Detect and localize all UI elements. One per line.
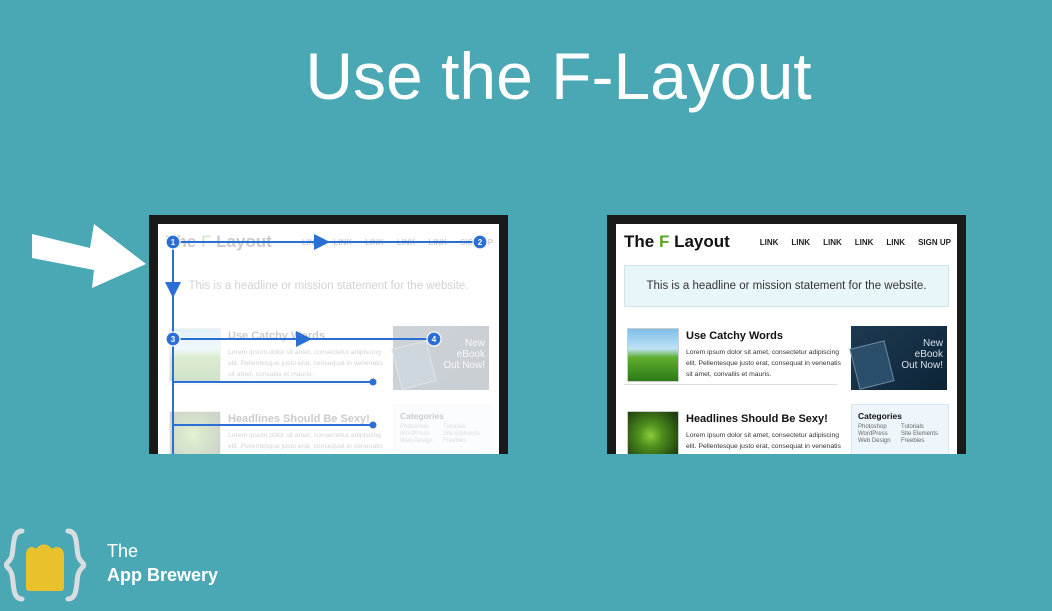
post-item: Headlines Should Be Sexy! Lorem ipsum do… [624, 409, 841, 454]
site-headline: This is a headline or mission statement … [166, 265, 491, 307]
flow-endpoint-dot [369, 378, 377, 386]
site-nav: LINK LINK LINK LINK LINK SIGN UP [760, 238, 951, 247]
categories-box: Categories Photoshop Tutorials WordPress… [393, 404, 491, 454]
website-mockup: The F Layout LINK LINK LINK LINK LINK SI… [616, 224, 957, 454]
nav-link[interactable]: LINK [854, 238, 874, 247]
nav-link[interactable]: LINK [886, 238, 906, 247]
brand-name-line-2: App Brewery [107, 565, 219, 585]
categories-title: Categories [400, 411, 444, 421]
flow-marker-3: 3 [165, 331, 181, 347]
nav-link[interactable]: LINK [759, 238, 779, 247]
flow-marker-2: 2 [472, 234, 488, 250]
nav-link[interactable]: LINK [823, 238, 842, 247]
category-link[interactable]: Site Elements [443, 431, 481, 437]
category-link[interactable]: Tutorials [901, 424, 924, 430]
f-pattern-example-frame: The F Layout LINK LINK LINK LINK LINK SI… [149, 215, 508, 454]
categories-list: Photoshop Tutorials WordPress Site Eleme… [858, 424, 944, 444]
flow-marker-4: 4 [426, 331, 442, 347]
post-thumbnail [169, 411, 221, 454]
category-link[interactable]: Site Elements [901, 431, 939, 437]
app-brewery-logo-icon [4, 528, 86, 602]
slide-title: Use the F-Layout [305, 39, 812, 113]
category-link[interactable]: WordPress [858, 431, 888, 437]
post-excerpt: Lorem ipsum dolor sit amet, consectetur … [228, 349, 383, 378]
svg-text:4: 4 [432, 335, 437, 344]
category-link[interactable]: Photoshop [400, 424, 429, 430]
post-title[interactable]: Headlines Should Be Sexy! [686, 413, 828, 425]
svg-text:1: 1 [171, 238, 176, 247]
svg-text:2: 2 [478, 238, 483, 247]
post-title[interactable]: Headlines Should Be Sexy! [228, 413, 370, 425]
post-thumbnail [627, 411, 679, 454]
svg-text:3: 3 [171, 335, 176, 344]
categories-title: Categories [858, 411, 902, 421]
flow-marker-1: 1 [165, 234, 181, 250]
brand-name-line-1: The [107, 541, 139, 561]
post-excerpt: Lorem ipsum dolor sit amet, consectetur … [686, 349, 841, 378]
nav-link[interactable]: LINK [791, 238, 811, 247]
post-excerpt: Lorem ipsum dolor sit amet, consectetur … [228, 432, 383, 450]
site-headline: This is a headline or mission statement … [624, 265, 949, 307]
categories-list: Photoshop Tutorials WordPress Site Eleme… [400, 424, 486, 444]
f-pattern-overlay: 1 2 3 4 [165, 234, 488, 454]
pointing-arrow-icon [32, 224, 146, 288]
categories-box: Categories Photoshop Tutorials WordPress… [851, 404, 949, 454]
post-item: Headlines Should Be Sexy! Lorem ipsum do… [166, 409, 383, 454]
category-link[interactable]: Freebies [901, 438, 925, 444]
category-link[interactable]: WordPress [400, 431, 430, 437]
post-title[interactable]: Use Catchy Words [686, 330, 783, 342]
website-mockup-faded: The F Layout LINK LINK LINK LINK LINK SI… [158, 224, 499, 454]
category-link[interactable]: Freebies [443, 438, 467, 444]
category-link[interactable]: Web Design [858, 438, 891, 444]
site-logo[interactable]: The F Layout [624, 232, 730, 251]
category-link[interactable]: Tutorials [443, 424, 466, 430]
post-excerpt: Lorem ipsum dolor sit amet, consectetur … [686, 432, 841, 450]
website-example-frame: The F Layout LINK LINK LINK LINK LINK SI… [607, 215, 966, 454]
category-link[interactable]: Photoshop [858, 424, 887, 430]
site-header: The F Layout LINK LINK LINK LINK LINK SI… [624, 232, 951, 254]
category-link[interactable]: Web Design [400, 438, 433, 444]
nav-signup[interactable]: SIGN UP [918, 238, 951, 247]
flow-endpoint-dot [369, 421, 377, 429]
post-thumbnail [627, 328, 679, 382]
post-item: Use Catchy Words Lorem ipsum dolor sit a… [624, 326, 841, 385]
